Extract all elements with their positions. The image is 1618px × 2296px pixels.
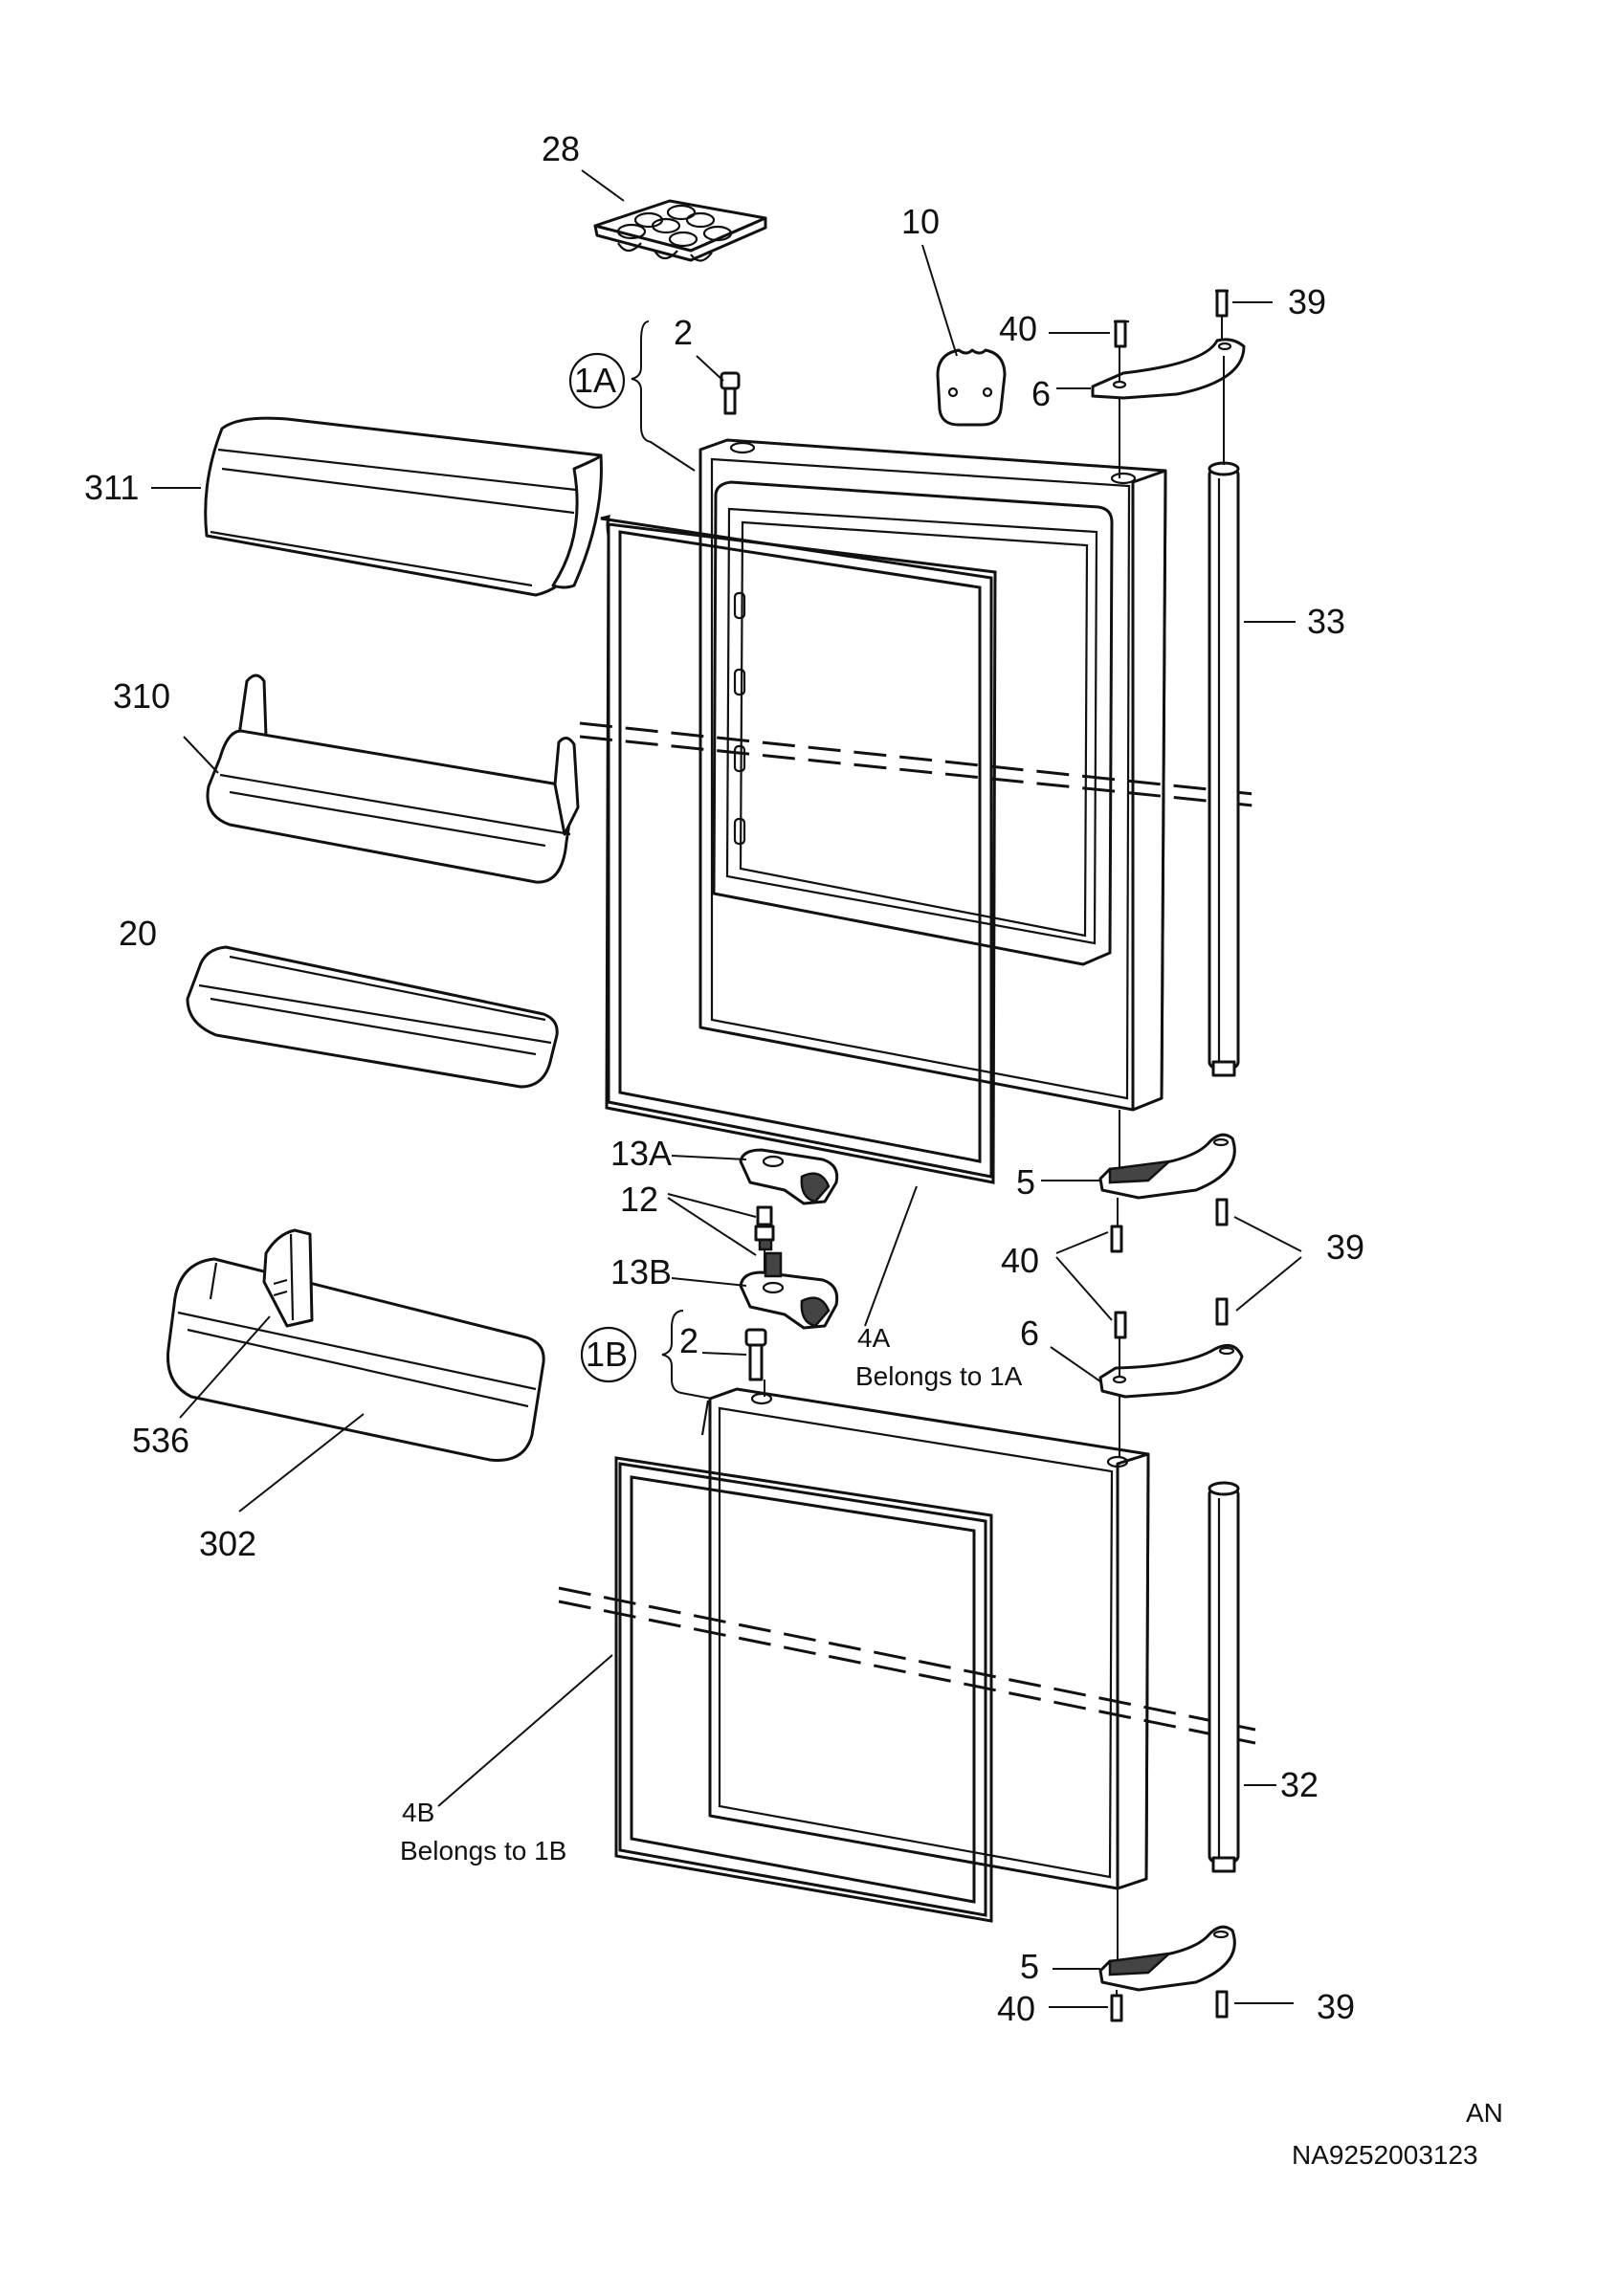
label-5-upper: 5	[1016, 1162, 1035, 1202]
label-39-bottom: 39	[1317, 1987, 1355, 2026]
leader-4A	[864, 1185, 918, 1327]
label-6-top: 6	[1031, 374, 1051, 413]
break-line-lower-2	[558, 1600, 1256, 1745]
label-13A: 13A	[610, 1134, 672, 1173]
hinge-bracket-part-5-bottom	[1098, 1925, 1236, 1992]
label-40-bottom: 40	[997, 1989, 1035, 2028]
hinge-bracket-part-6-top	[1091, 338, 1246, 400]
drawing-number: NA9252003123	[1292, 2140, 1478, 2170]
brace-1A	[631, 320, 696, 472]
break-line-upper-2	[579, 735, 1254, 807]
leader-2-lower	[701, 1352, 747, 1356]
label-2-top: 2	[674, 313, 693, 352]
label-4A: 4A	[857, 1323, 891, 1353]
middle-hinge-part-13A	[739, 1148, 839, 1205]
label-13B: 13B	[610, 1252, 672, 1292]
screw-part-40-bottom	[1110, 1994, 1123, 2022]
label-32: 32	[1280, 1765, 1319, 1804]
label-1A: 1A	[574, 361, 616, 400]
axis-line-5-upper	[1117, 1110, 1120, 1226]
hinge-pin-part-32	[1208, 1481, 1240, 1873]
leader-310	[183, 736, 219, 774]
hinge-bracket-part-5-upper	[1098, 1133, 1236, 1200]
label-536: 536	[132, 1421, 189, 1460]
axis-line-39-top	[1221, 316, 1225, 465]
leader-28	[581, 169, 625, 202]
leader-6-middle	[1050, 1346, 1101, 1382]
hinge-bracket-part-6-middle	[1098, 1343, 1244, 1399]
leader-40-mid	[1055, 1231, 1113, 1321]
label-310: 310	[113, 676, 170, 716]
upper-door-1A	[698, 438, 1167, 1112]
label-302: 302	[199, 1524, 256, 1563]
label-20: 20	[119, 914, 157, 953]
dairy-lid-part-311	[204, 416, 603, 597]
door-gasket-4A	[600, 514, 997, 1184]
leader-4B	[437, 1654, 613, 1807]
egg-tray-part-28	[593, 199, 767, 262]
screw-part-39-mid-a	[1215, 1198, 1229, 1226]
middle-hinge-part-13B	[739, 1251, 839, 1330]
bushing-part-12	[754, 1205, 775, 1251]
door-shelf-part-310	[206, 673, 580, 884]
label-4B: 4B	[402, 1798, 434, 1827]
leader-302	[238, 1413, 365, 1512]
door-shelf-part-20	[186, 945, 559, 1089]
label-10: 10	[901, 202, 940, 241]
leader-10	[921, 244, 958, 357]
label-40-top: 40	[999, 309, 1037, 348]
screw-part-39-mid-b	[1215, 1297, 1229, 1326]
leader-2-top	[696, 355, 724, 382]
assembly-circle-1B	[580, 1326, 637, 1383]
axis-line-5-bottom	[1116, 1888, 1119, 1996]
clip-part-10	[936, 348, 1007, 427]
break-line-lower	[558, 1586, 1256, 1732]
screw-part-39-top	[1215, 289, 1229, 318]
screw-part-40-mid-b	[1114, 1311, 1127, 1339]
label-4A-note: Belongs to 1A	[855, 1361, 1023, 1391]
door-gasket-4B	[614, 1456, 993, 1923]
screw-part-40-mid-a	[1110, 1225, 1123, 1253]
screw-part-2-lower	[744, 1328, 767, 1381]
leader-536	[179, 1315, 271, 1419]
label-33: 33	[1307, 602, 1345, 641]
label-2-lower: 2	[679, 1321, 698, 1360]
label-40-mid: 40	[1001, 1241, 1039, 1280]
label-39-mid: 39	[1326, 1227, 1364, 1267]
leader-39-mid	[1233, 1216, 1302, 1312]
break-line-upper	[579, 721, 1254, 796]
label-1B: 1B	[586, 1335, 628, 1374]
label-12: 12	[620, 1180, 658, 1219]
label-4B-note: Belongs to 1B	[400, 1836, 566, 1866]
footer-code: AN	[1466, 2098, 1503, 2128]
bottle-divider-part-536	[262, 1228, 314, 1328]
leader-12	[667, 1193, 757, 1256]
label-6-middle: 6	[1020, 1314, 1039, 1353]
label-28: 28	[542, 129, 580, 168]
label-311: 311	[84, 468, 139, 507]
screw-part-2-top	[720, 371, 741, 415]
screw-part-40-top	[1114, 320, 1129, 348]
assembly-circle-1A	[568, 352, 626, 409]
bottle-shelf-part-302	[166, 1257, 545, 1462]
hinge-pin-part-33	[1208, 461, 1240, 1077]
label-39-top: 39	[1288, 282, 1326, 321]
screw-part-39-bottom	[1215, 1990, 1229, 2019]
lower-door-1B	[700, 1387, 1150, 1890]
brace-1B	[661, 1310, 713, 1400]
label-5-bottom: 5	[1020, 1947, 1039, 1986]
leader-13B	[671, 1277, 747, 1287]
leader-13A	[671, 1155, 747, 1160]
